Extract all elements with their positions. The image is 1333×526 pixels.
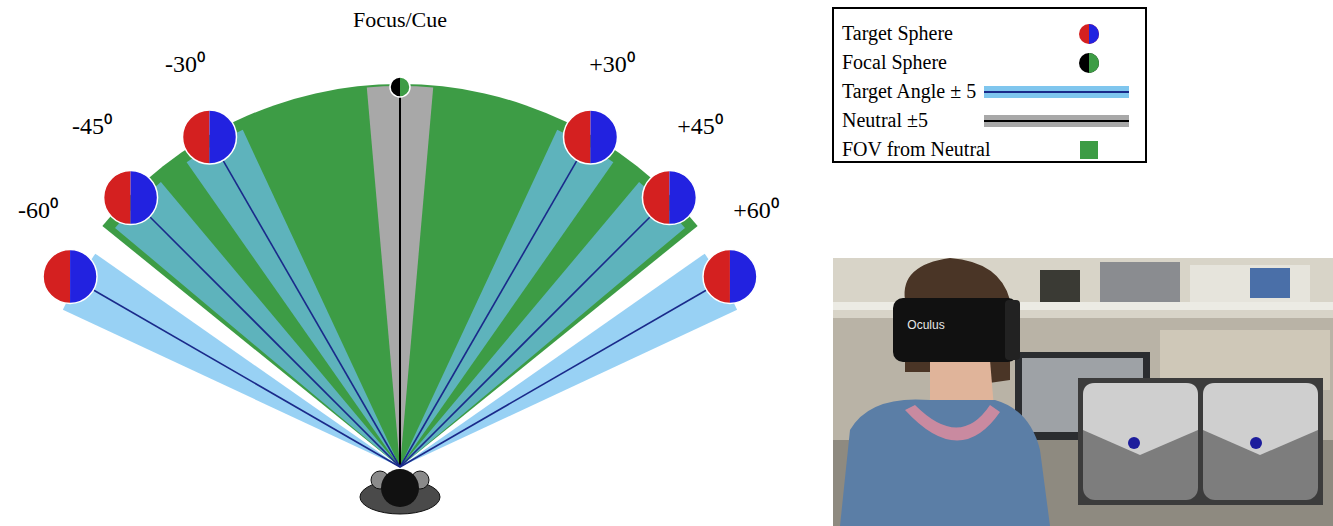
target-sphere: [564, 110, 618, 164]
target-sphere: [642, 171, 696, 225]
angle-label: +45⁰: [677, 113, 723, 139]
target-line: [92, 289, 400, 467]
legend-swatch: [1080, 141, 1098, 159]
target-band: [187, 130, 400, 467]
target-line: [400, 289, 708, 467]
angle-label: -30⁰: [165, 51, 205, 77]
observer-head: [360, 469, 440, 514]
neutral-line: [399, 95, 401, 467]
target-line: [148, 215, 400, 467]
target-sphere: [703, 250, 757, 304]
neutral-band: [367, 86, 433, 467]
target-sphere: [104, 171, 158, 225]
angle-label: -60⁰: [18, 197, 58, 223]
focus-label: Focus/Cue: [353, 8, 447, 32]
legend-text: Neutral ±5: [842, 106, 928, 135]
legend-text: Target Angle ± 5: [842, 77, 976, 106]
angle-label: +60⁰: [733, 197, 779, 223]
target-line: [400, 215, 652, 467]
fov-fan: [43, 77, 757, 514]
target-line: [400, 159, 578, 467]
angle-label: +30⁰: [589, 51, 635, 77]
legend-text: Focal Sphere: [842, 48, 947, 77]
legend-box: Target SphereFocal SphereTarget Angle ± …: [832, 7, 1147, 163]
vr-view-inset: [1078, 378, 1323, 505]
lab-photo: [833, 258, 1333, 526]
target-sphere: [43, 250, 97, 304]
target-band: [400, 254, 737, 467]
legend-text: Target Sphere: [842, 19, 953, 48]
target-line: [222, 159, 400, 467]
legend-text: FOV from Neutral: [842, 135, 991, 164]
focal-sphere: [390, 77, 410, 97]
headset-brand: Oculus: [907, 319, 944, 332]
target-sphere: [183, 110, 237, 164]
angle-label: -45⁰: [72, 113, 112, 139]
fov-sector: [102, 84, 697, 467]
